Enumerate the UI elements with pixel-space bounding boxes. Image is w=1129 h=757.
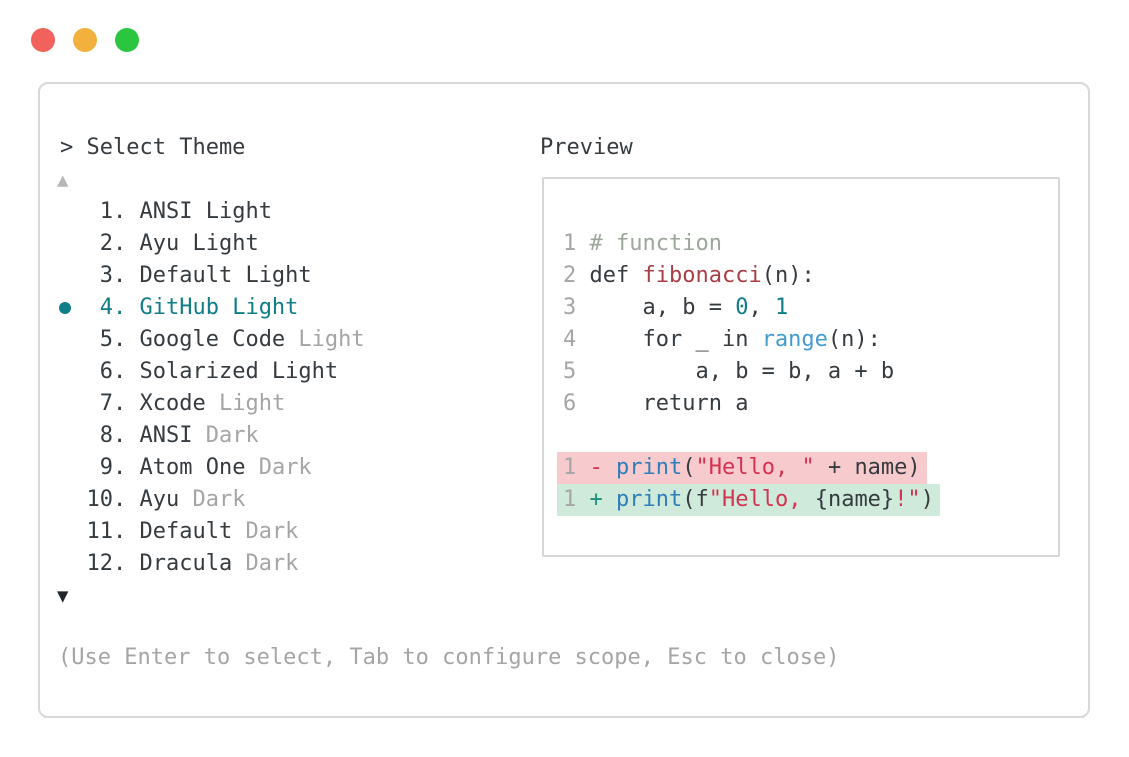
code-token: a, b = b, a + b bbox=[589, 359, 895, 384]
diff-line-deletion: 1 - print("Hello, " + name) bbox=[557, 452, 927, 484]
code-token: # function bbox=[589, 231, 722, 256]
diff-line-addition: 1 + print(f"Hello, {name}!") bbox=[557, 484, 940, 516]
preview-label: Preview bbox=[540, 135, 633, 160]
code-token: + bbox=[589, 487, 616, 512]
code-token: {name} bbox=[814, 487, 895, 512]
scroll-down-icon[interactable]: ▼ bbox=[57, 580, 68, 612]
code-token: 7. bbox=[60, 391, 140, 416]
code-token: Solarized Light bbox=[139, 359, 339, 384]
code-token: 5 bbox=[563, 359, 590, 384]
code-token: a, b = bbox=[589, 295, 736, 320]
code-token: Light bbox=[285, 327, 365, 352]
code-token: ) bbox=[920, 487, 934, 512]
code-token: Dark bbox=[179, 487, 246, 512]
theme-list-item[interactable]: 3. Default Light bbox=[60, 260, 312, 292]
code-token: "Hello, bbox=[708, 487, 815, 512]
code-token: 4. bbox=[60, 295, 140, 320]
code-token: + name) bbox=[814, 455, 921, 480]
code-token: print bbox=[616, 487, 683, 512]
code-token: 1. bbox=[60, 199, 140, 224]
code-token: 6. bbox=[60, 359, 140, 384]
code-token: 12. bbox=[60, 551, 140, 576]
code-token: GitHub Light bbox=[139, 295, 299, 320]
code-token: 5. bbox=[60, 327, 140, 352]
code-token: 2. bbox=[60, 231, 140, 256]
code-token: range bbox=[761, 327, 828, 352]
theme-list-item[interactable]: 1. ANSI Light bbox=[60, 196, 272, 228]
code-token: Dracula bbox=[139, 551, 233, 576]
code-token: ( bbox=[682, 455, 696, 480]
code-token: 2 bbox=[563, 263, 590, 288]
code-line: 2 def fibonacci(n): bbox=[563, 260, 815, 292]
code-token: return a bbox=[589, 391, 749, 416]
code-token: Default Light bbox=[139, 263, 312, 288]
code-token: 10. bbox=[60, 487, 140, 512]
code-token: Dark bbox=[232, 519, 299, 544]
code-token: ANSI Light bbox=[139, 199, 272, 224]
code-line: 6 return a bbox=[563, 388, 748, 420]
code-token: Ayu Light bbox=[139, 231, 259, 256]
code-line: 3 a, b = 0, 1 bbox=[563, 292, 788, 324]
code-token: 8. bbox=[60, 423, 140, 448]
theme-list-item[interactable]: 11. Default Dark bbox=[60, 516, 298, 548]
code-token: for _ in bbox=[589, 327, 762, 352]
prompt-title: > Select Theme bbox=[60, 135, 246, 160]
code-line: 1 # function bbox=[563, 228, 722, 260]
theme-list-item[interactable]: 9. Atom One Dark bbox=[60, 452, 312, 484]
code-token: 9. bbox=[60, 455, 140, 480]
minimize-button[interactable] bbox=[73, 28, 97, 52]
footer-hint: (Use Enter to select, Tab to configure s… bbox=[58, 645, 840, 670]
code-token: Default bbox=[139, 519, 233, 544]
code-token: Ayu bbox=[139, 487, 180, 512]
code-token: Dark bbox=[245, 455, 312, 480]
code-token: Xcode bbox=[139, 391, 206, 416]
code-token: print bbox=[616, 455, 683, 480]
window-controls bbox=[31, 28, 139, 52]
code-token: 1 bbox=[563, 231, 590, 256]
theme-list-item[interactable]: 6. Solarized Light bbox=[60, 356, 338, 388]
code-token: (n): bbox=[827, 327, 881, 352]
code-token: 3 bbox=[563, 295, 590, 320]
code-line: 5 a, b = b, a + b bbox=[563, 356, 894, 388]
code-token: Atom One bbox=[139, 455, 246, 480]
code-token: !" bbox=[894, 487, 921, 512]
code-token: , bbox=[748, 295, 775, 320]
code-line: 4 for _ in range(n): bbox=[563, 324, 881, 356]
code-token: - bbox=[589, 455, 616, 480]
code-token: (f bbox=[682, 487, 709, 512]
code-token: Light bbox=[205, 391, 286, 416]
theme-list-item[interactable]: 7. Xcode Light bbox=[60, 388, 285, 420]
code-token: 11. bbox=[60, 519, 140, 544]
theme-list-item[interactable]: 5. Google Code Light bbox=[60, 324, 365, 356]
code-token: 0 bbox=[735, 295, 749, 320]
code-token: 6 bbox=[563, 391, 590, 416]
code-token: ANSI bbox=[139, 423, 193, 448]
code-token: 1 bbox=[563, 487, 590, 512]
code-token: Dark bbox=[232, 551, 299, 576]
code-token: "Hello, " bbox=[695, 455, 815, 480]
close-button[interactable] bbox=[31, 28, 55, 52]
code-token: 4 bbox=[563, 327, 590, 352]
code-token: 3. bbox=[60, 263, 140, 288]
zoom-button[interactable] bbox=[115, 28, 139, 52]
selected-item-bullet-icon bbox=[59, 302, 71, 314]
scroll-up-icon[interactable]: ▲ bbox=[57, 164, 68, 196]
theme-list-item[interactable]: 12. Dracula Dark bbox=[60, 548, 298, 580]
code-token: def bbox=[589, 263, 643, 288]
code-token: (n): bbox=[761, 263, 815, 288]
code-token: 1 bbox=[774, 295, 789, 320]
theme-list-item[interactable]: 4. GitHub Light bbox=[60, 292, 299, 324]
code-token: Dark bbox=[192, 423, 259, 448]
theme-list-item[interactable]: 8. ANSI Dark bbox=[60, 420, 259, 452]
theme-list-item[interactable]: 10. Ayu Dark bbox=[60, 484, 245, 516]
code-token: fibonacci bbox=[642, 263, 762, 288]
code-token: 1 bbox=[563, 455, 590, 480]
code-token: Google Code bbox=[139, 327, 286, 352]
theme-list-item[interactable]: 2. Ayu Light bbox=[60, 228, 259, 260]
